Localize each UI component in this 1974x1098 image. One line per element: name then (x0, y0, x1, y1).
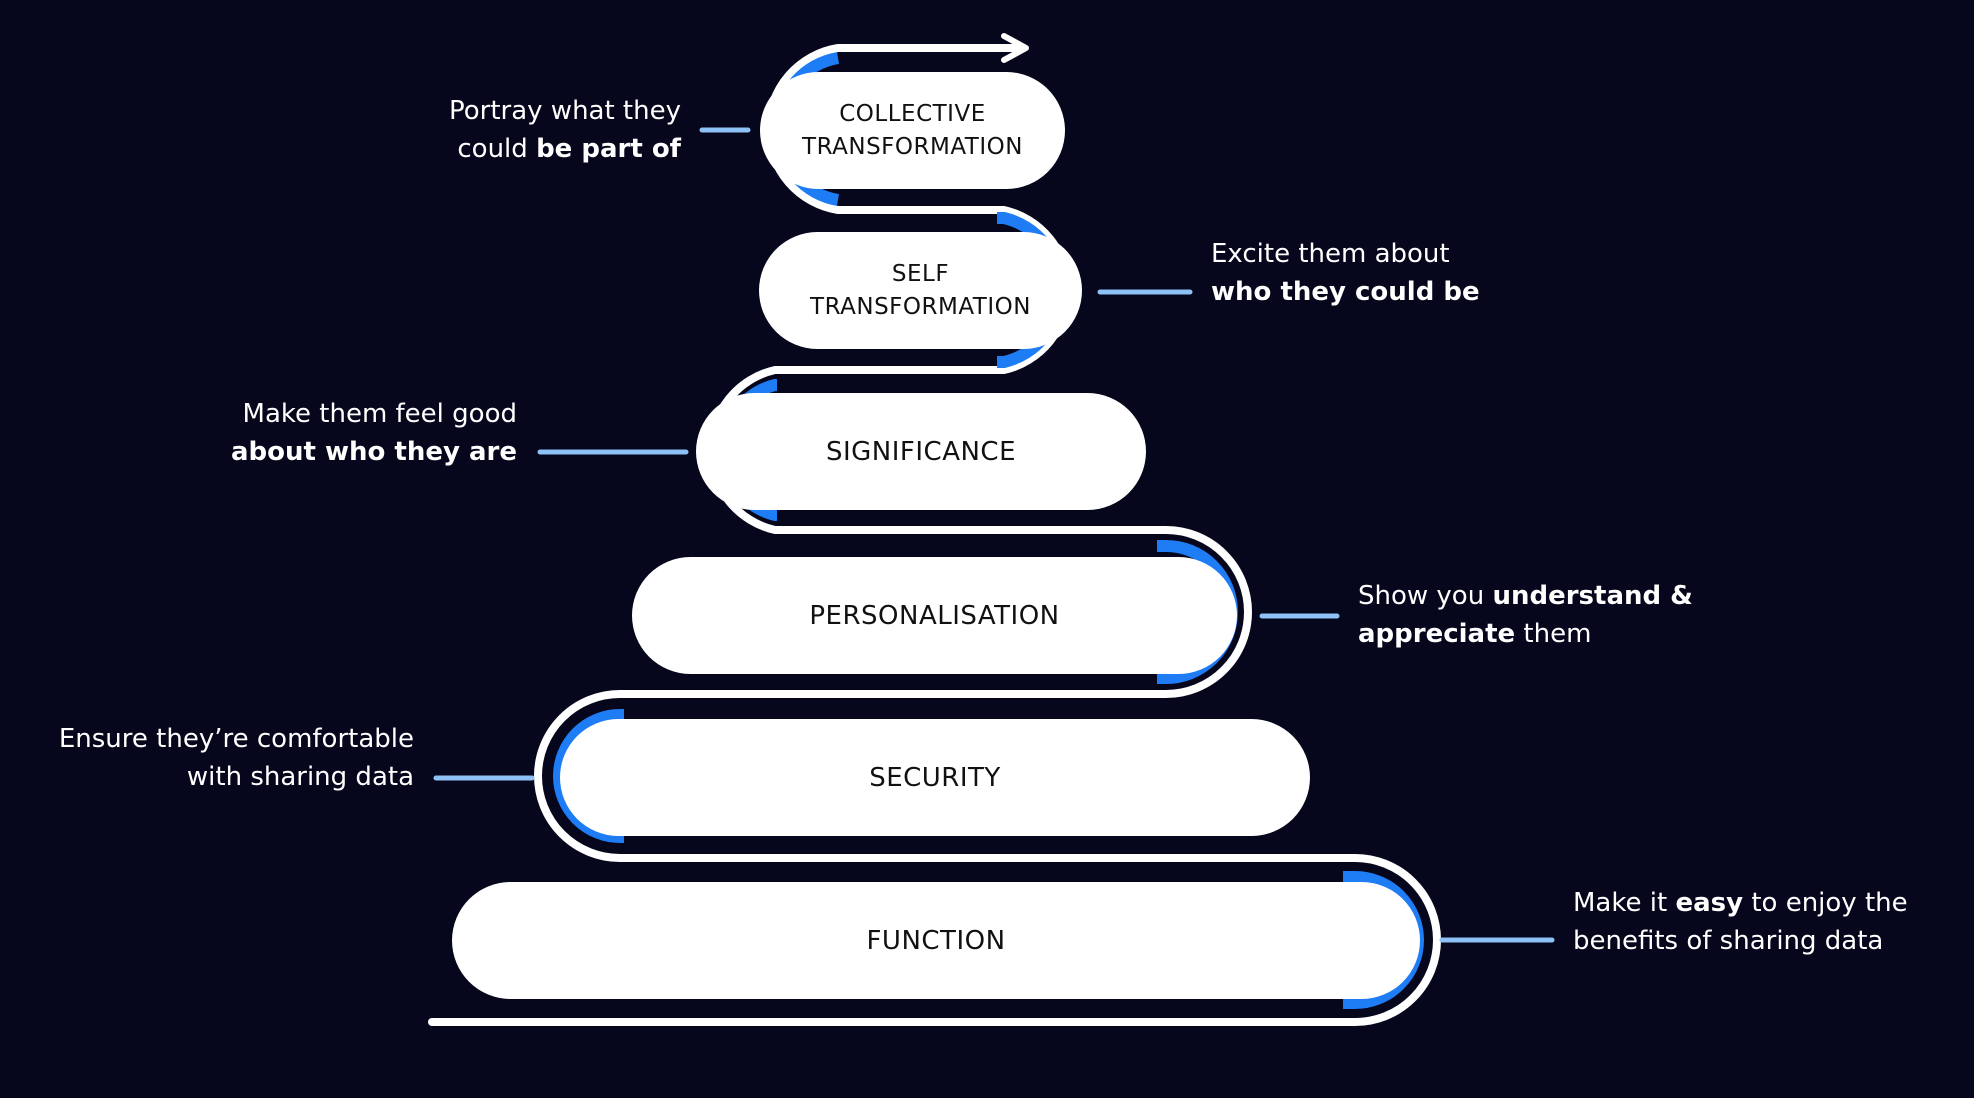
level-label: SECURITY (869, 762, 1001, 793)
level-label: COLLECTIVE (839, 100, 986, 127)
note-line: Show you understand & (1358, 581, 1693, 611)
note-line: who they could be (1211, 277, 1480, 307)
note-line: Excite them about (1211, 239, 1450, 269)
note-function: Make it easy to enjoy the benefits of sh… (1573, 884, 1908, 960)
note-personalisation: Show you understand & appreciate them (1358, 577, 1693, 653)
level-self-transformation: SELF TRANSFORMATION (759, 232, 1082, 349)
note-line: could be part of (457, 134, 681, 164)
note-line: Make them feel good (242, 399, 517, 429)
level-personalisation: PERSONALISATION (632, 557, 1237, 674)
security-blue-arc (553, 709, 624, 843)
note-collective-transformation: Portray what they could be part of (449, 92, 681, 168)
level-label: PERSONALISATION (809, 600, 1060, 631)
note-line: Portray what they (448, 96, 681, 126)
level-label: SIGNIFICANCE (825, 436, 1017, 467)
level-label: FUNCTION (866, 925, 1006, 956)
arrow-head-icon (1001, 33, 1029, 63)
note-significance: Make them feel good about who they are (231, 395, 517, 471)
note-line: benefits of sharing data (1573, 926, 1884, 956)
note-line: with sharing data (186, 762, 414, 792)
note-security: Ensure they’re comfortable with sharing … (59, 720, 414, 796)
note-line: about who they are (230, 437, 517, 467)
note-line: Ensure they’re comfortable (58, 724, 414, 754)
note-line: Make it easy to enjoy the (1573, 888, 1908, 918)
level-label: TRANSFORMATION (810, 293, 1031, 320)
journey-path-line (428, 44, 1441, 1026)
level-function: FUNCTION (452, 882, 1420, 999)
level-security: SECURITY (560, 719, 1310, 836)
level-significance: SIGNIFICANCE (696, 393, 1146, 510)
level-collective-transformation: COLLECTIVE TRANSFORMATION (760, 72, 1065, 189)
note-line: appreciate them (1358, 619, 1592, 649)
level-label: SELF (891, 260, 950, 287)
note-self-transformation: Excite them about who they could be (1211, 235, 1480, 311)
level-label: TRANSFORMATION (802, 133, 1023, 160)
